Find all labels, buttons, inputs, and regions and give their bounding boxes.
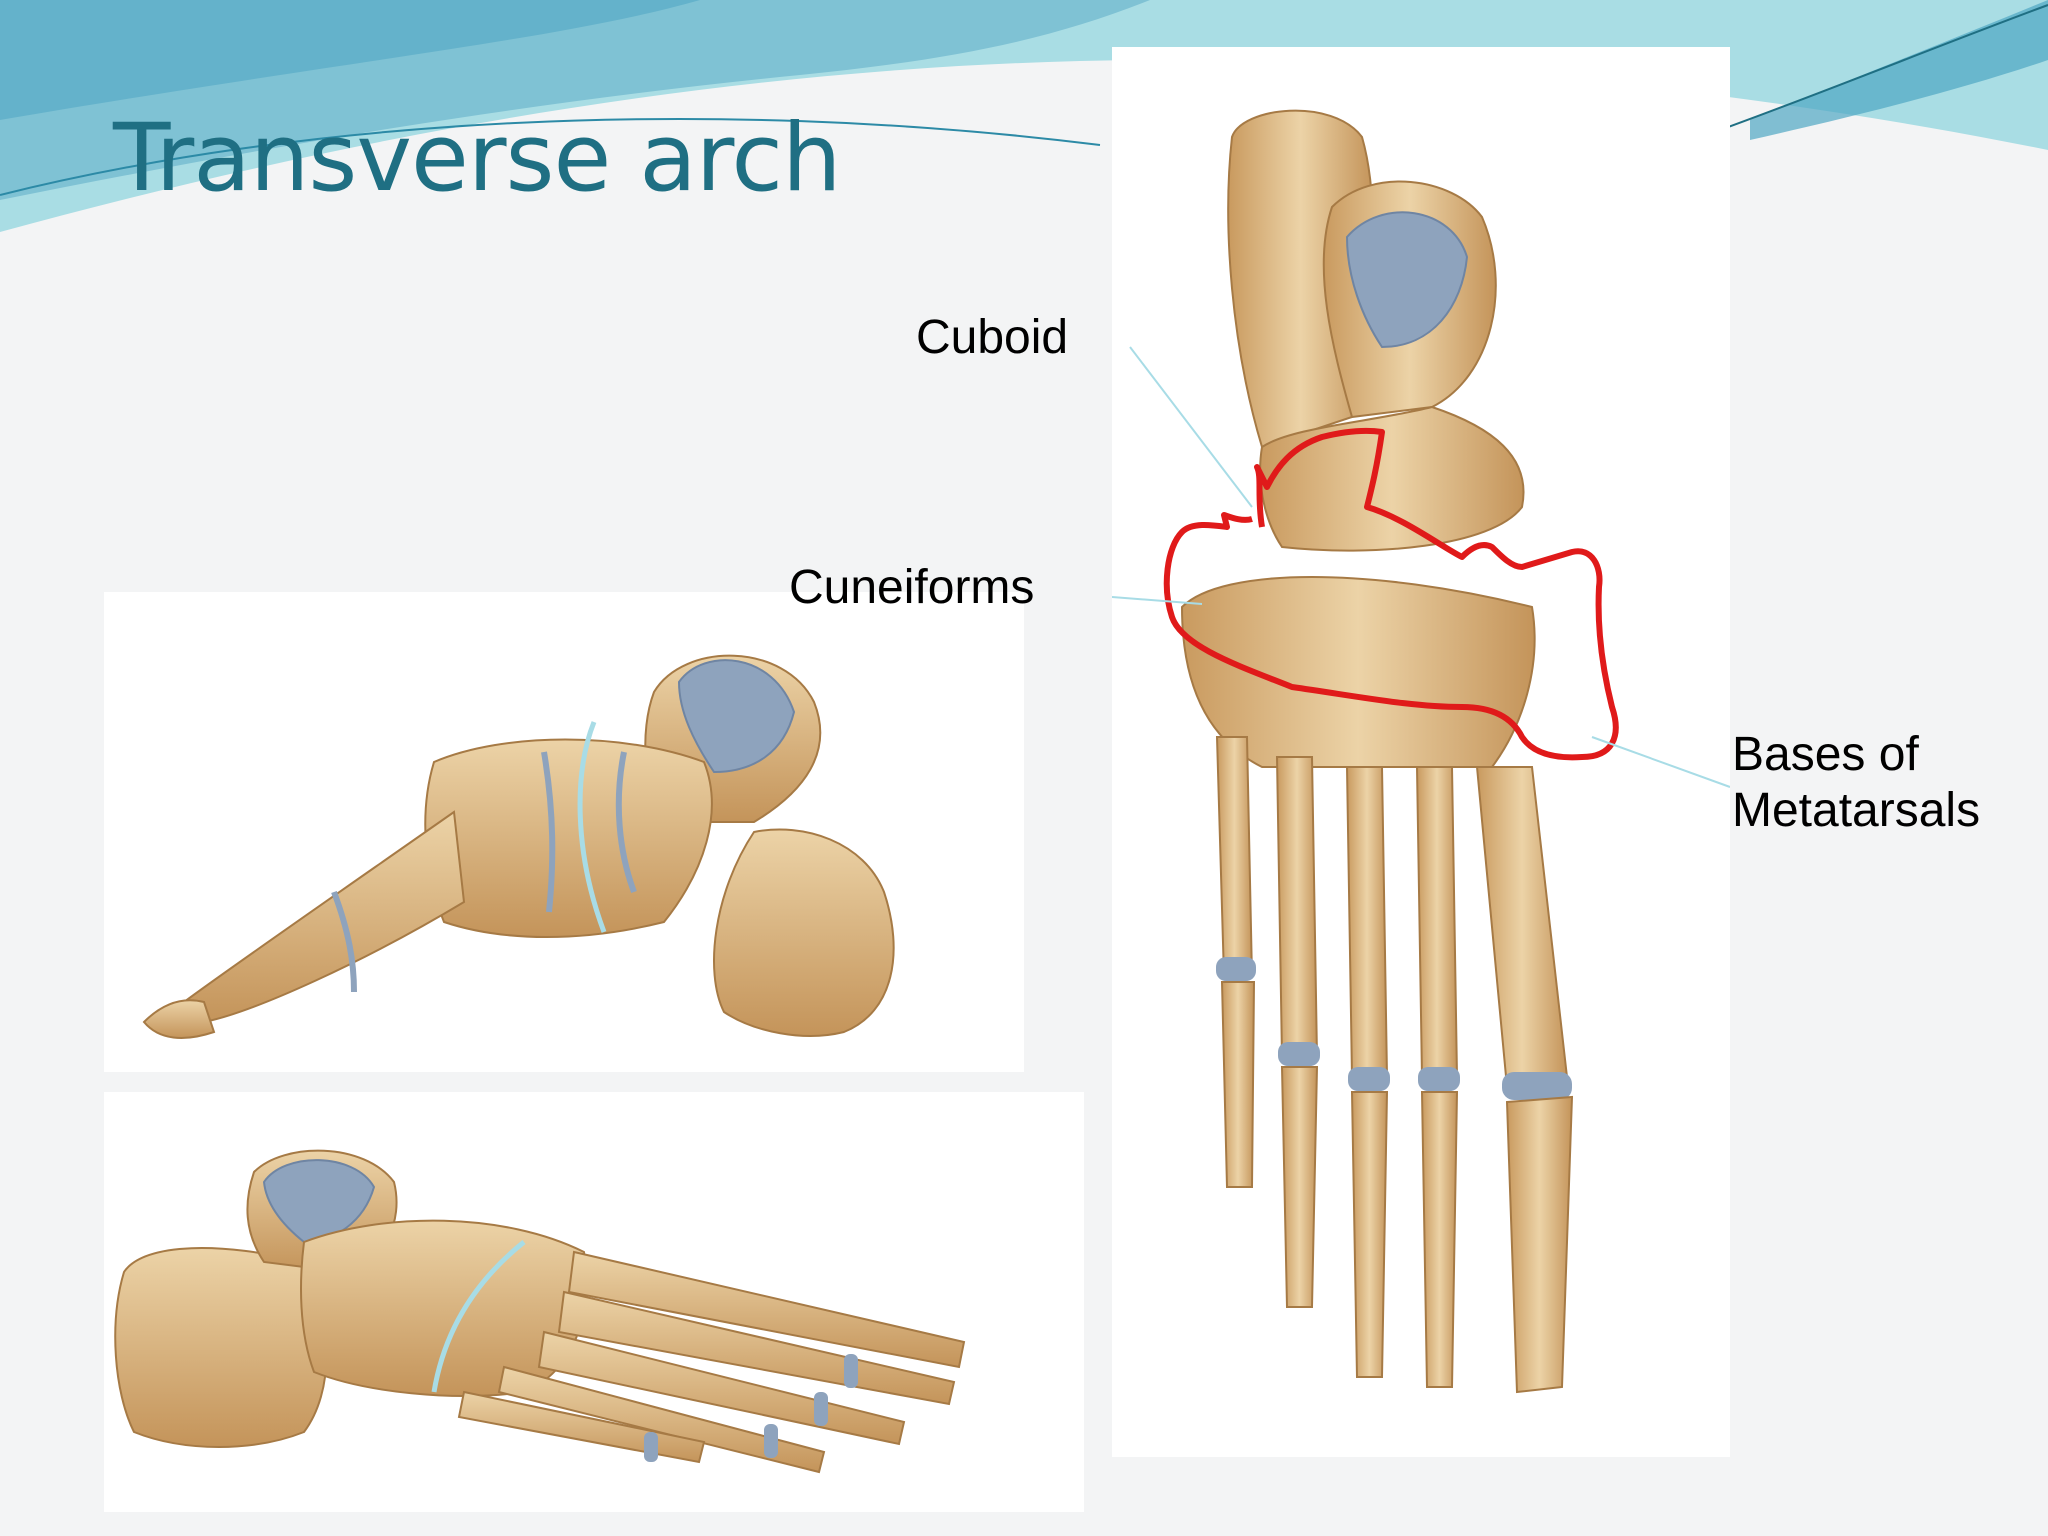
label-bases-of-metatarsals-line2: Metatarsals bbox=[1732, 784, 1981, 837]
slide-title: Transverse arch bbox=[113, 104, 842, 213]
lateral-view-figure bbox=[104, 1092, 1084, 1512]
foot-skeleton-medial-icon bbox=[142, 654, 895, 1039]
label-cuboid: Cuboid bbox=[916, 311, 1069, 364]
dorsal-view-figure bbox=[1112, 47, 1730, 1457]
label-bases-of-metatarsals-line1: Bases of bbox=[1732, 728, 1919, 781]
foot-skeleton-lateral-icon bbox=[114, 1149, 966, 1474]
foot-skeleton-dorsal-icon bbox=[1112, 109, 1730, 1394]
medial-view-figure bbox=[104, 592, 1024, 1072]
label-cuneiforms: Cuneiforms bbox=[789, 561, 1035, 614]
label-bases-of-metatarsals: Bases of Metatarsals bbox=[1732, 727, 1980, 839]
